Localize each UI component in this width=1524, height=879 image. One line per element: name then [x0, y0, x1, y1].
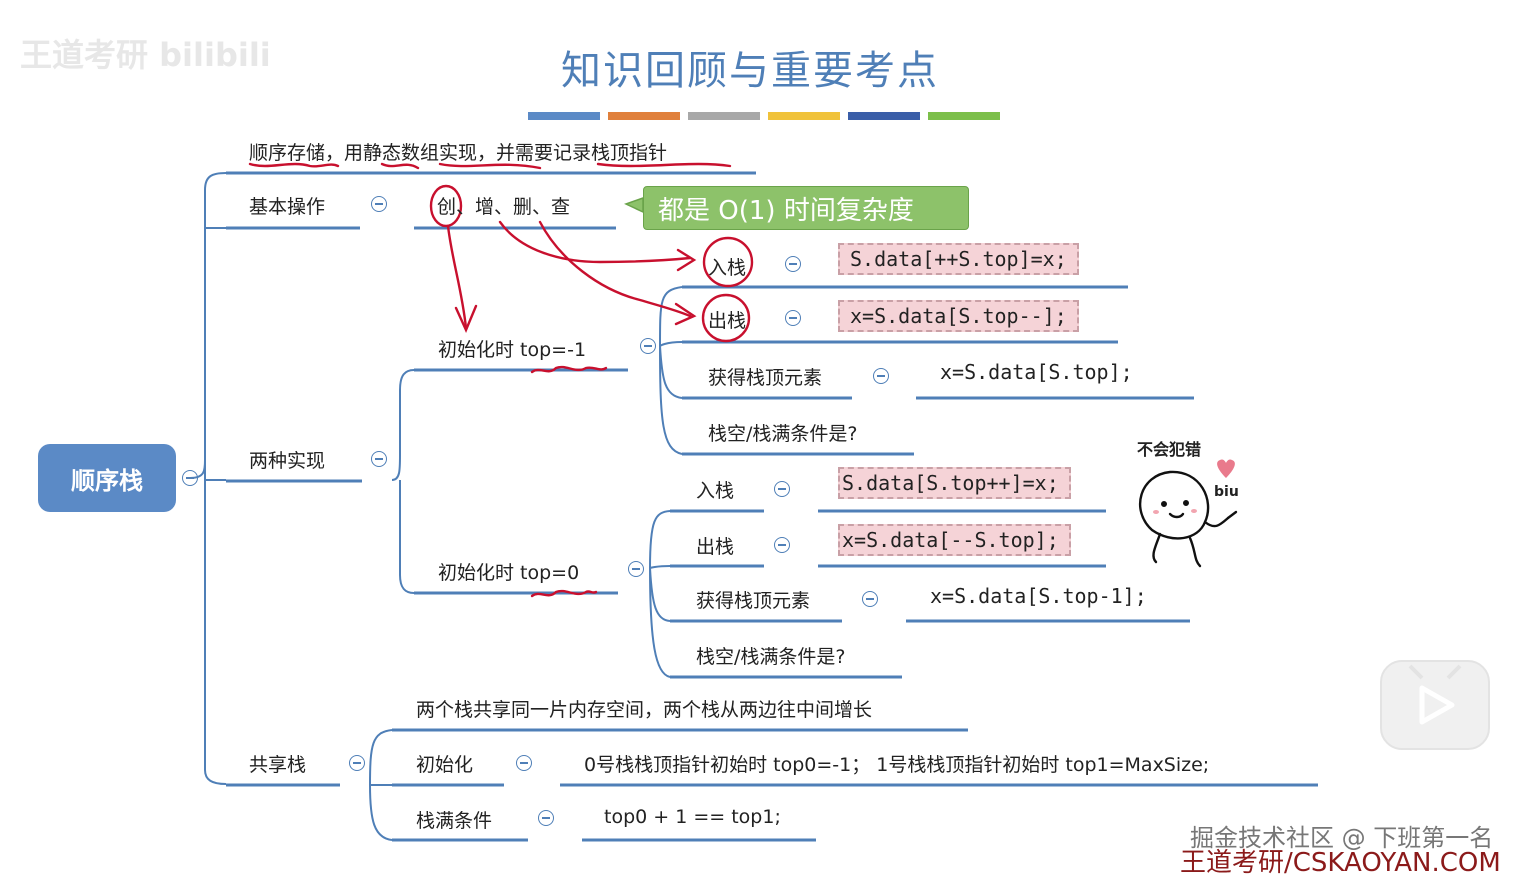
shared-desc: 两个栈共享同一片内存空间，两个栈从两边往中间增长: [416, 699, 873, 721]
root-node[interactable]: 顺序栈: [38, 444, 176, 512]
collapse-icon[interactable]: [785, 256, 801, 272]
collapse-icon[interactable]: [628, 561, 644, 577]
impl-a-cond: 栈空/栈满条件是?: [708, 423, 858, 445]
color-bar: [768, 112, 840, 120]
collapse-icon[interactable]: [182, 470, 198, 486]
collapse-icon[interactable]: [873, 368, 889, 384]
collapse-icon[interactable]: [774, 481, 790, 497]
impl-b-label: 初始化时 top=0: [438, 562, 580, 584]
shared-init-label: 初始化: [416, 754, 474, 776]
complexity-callout: 都是 O(1) 时间复杂度: [643, 186, 969, 230]
play-button[interactable]: [1380, 660, 1490, 750]
shared-label: 共享栈: [249, 754, 307, 776]
collapse-icon[interactable]: [785, 310, 801, 326]
impl-a-get-label: 获得栈顶元素: [708, 367, 823, 389]
collapse-icon[interactable]: [640, 338, 656, 354]
color-bar: [528, 112, 600, 120]
sticker-sound: biu: [1214, 484, 1239, 500]
smiley-sticker-icon: [1138, 470, 1238, 568]
collapse-icon[interactable]: [516, 755, 532, 771]
impl-b-push-code: S.data[S.top++]=x;: [838, 467, 1071, 499]
color-bar: [928, 112, 1000, 120]
shared-full-text: top0 + 1 == top1;: [604, 806, 781, 828]
collapse-icon[interactable]: [349, 755, 365, 771]
impl-a-pop-label: 出栈: [708, 310, 747, 332]
color-bar: [688, 112, 760, 120]
shared-init-text: 0号栈栈顶指针初始时 top0=-1； 1号栈栈顶指针初始时 top1=MaxS…: [584, 754, 1210, 776]
color-bar: [608, 112, 680, 120]
impl-a-push-code: S.data[++S.top]=x;: [838, 243, 1079, 275]
watermark-top: 王道考研 bilibili: [20, 36, 271, 74]
sticker-caption: 不会犯错: [1137, 440, 1202, 459]
impl-a-pop-code: x=S.data[S.top--];: [838, 300, 1079, 332]
ops-label: 基本操作: [249, 196, 326, 218]
impl-b-get-code: x=S.data[S.top-1];: [930, 584, 1147, 608]
impl-b-pop-label: 出栈: [696, 536, 735, 558]
impl-a-label: 初始化时 top=-1: [438, 339, 587, 361]
impl-b-cond: 栈空/栈满条件是?: [696, 646, 846, 668]
impl-a-get-code: x=S.data[S.top];: [940, 360, 1133, 384]
collapse-icon[interactable]: [862, 591, 878, 607]
collapse-icon[interactable]: [538, 810, 554, 826]
watermark-site: 王道考研/CSKAOYAN.COM: [1180, 848, 1501, 878]
storage-text: 顺序存储，用静态数组实现，并需要记录栈顶指针: [249, 142, 668, 164]
watermark-community: 掘金技术社区 @ 下班第一名: [1190, 824, 1494, 852]
color-bar: [848, 112, 920, 120]
impl-b-push-label: 入栈: [696, 480, 735, 502]
collapse-icon[interactable]: [371, 196, 387, 212]
shared-full-label: 栈满条件: [416, 810, 493, 832]
collapse-icon[interactable]: [774, 537, 790, 553]
collapse-icon[interactable]: [371, 451, 387, 467]
ops-text: 创、增、删、查: [437, 196, 571, 218]
impl-a-push-label: 入栈: [708, 257, 747, 279]
impl-b-get-label: 获得栈顶元素: [696, 590, 811, 612]
impl-label: 两种实现: [249, 450, 326, 472]
play-button-icon: [1408, 664, 1462, 725]
page-title: 知识回顾与重要考点: [561, 48, 939, 94]
impl-b-pop-code: x=S.data[--S.top];: [838, 524, 1071, 556]
heart-icon: [1217, 459, 1235, 478]
